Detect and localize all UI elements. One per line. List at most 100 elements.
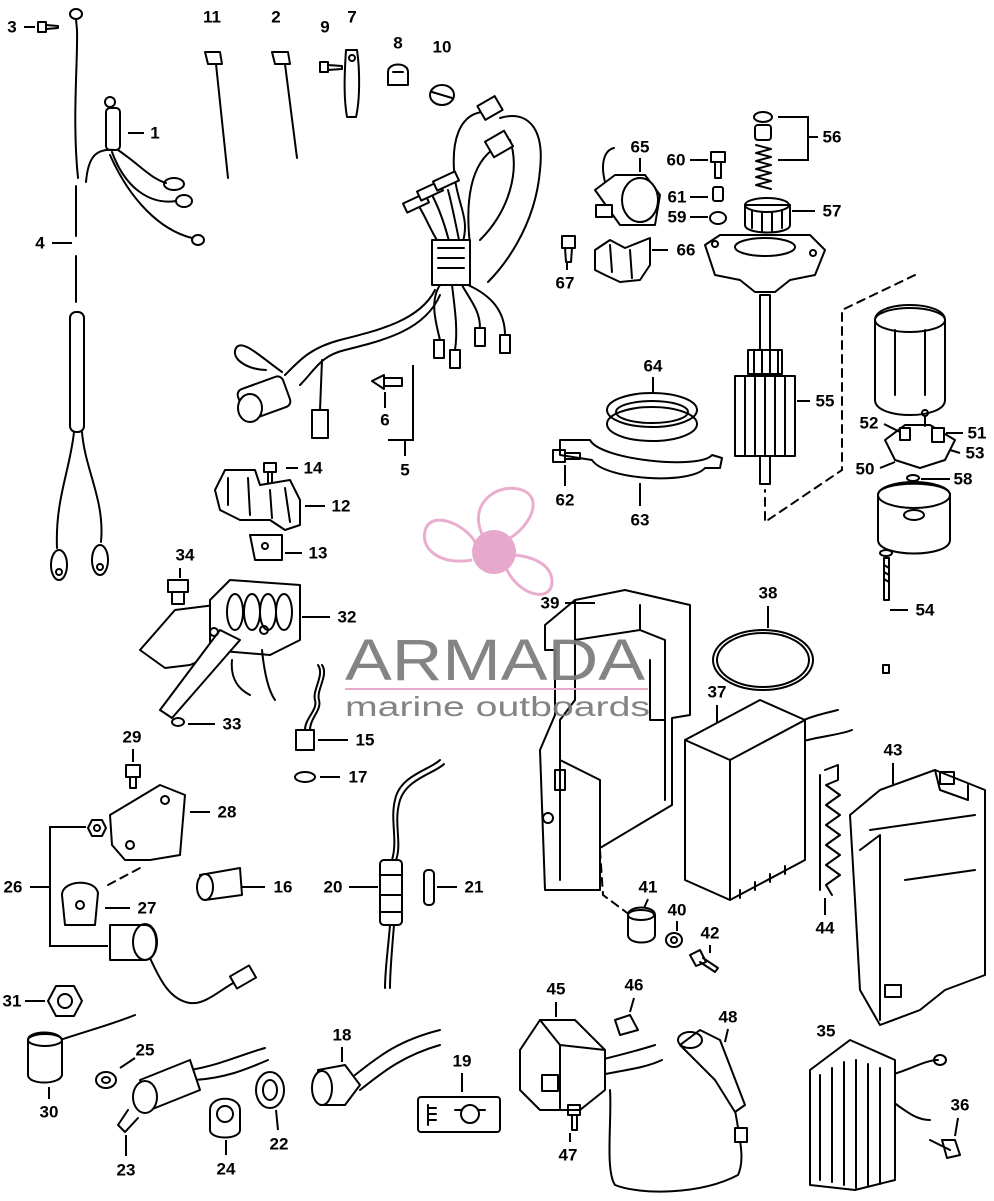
part-5-harness — [233, 95, 542, 439]
starter-lower-cap — [877, 481, 951, 555]
parts-drawings — [27, 8, 986, 1193]
callout-39: 39 — [541, 594, 560, 613]
leader-lines — [24, 26, 963, 1156]
part-62-screw — [552, 449, 581, 463]
callout-55: 55 — [816, 392, 835, 411]
callout-labels: 3 11 2 9 7 8 10 1 4 65 60 56 61 57 59 66… — [3, 8, 987, 1180]
part-23-sender — [117, 1047, 269, 1133]
part-6-screw — [371, 374, 403, 390]
part-66-bracket — [594, 237, 651, 283]
part-15-sensor — [295, 664, 326, 751]
part-1-lead — [85, 96, 205, 246]
part-27-clip — [61, 867, 141, 926]
callout-48: 48 — [719, 1008, 738, 1027]
callout-35: 35 — [817, 1022, 836, 1041]
callout-20: 20 — [324, 878, 343, 897]
callout-7: 7 — [347, 8, 356, 27]
callout-50: 50 — [856, 460, 875, 479]
part-60-screw — [710, 151, 726, 179]
part-46-clip — [614, 1014, 639, 1036]
watermark-brand: ARMADA — [345, 628, 645, 693]
part-7-clip — [343, 49, 361, 118]
part-57-pinion — [744, 197, 791, 234]
callout-31: 31 — [3, 992, 22, 1011]
callout-43: 43 — [884, 741, 903, 760]
callout-19: 19 — [453, 1052, 472, 1071]
callout-14: 14 — [304, 459, 323, 478]
callout-63: 63 — [631, 511, 650, 530]
part-39-bracket — [539, 589, 691, 916]
part-31-nut — [47, 985, 83, 1017]
part-67-screw — [561, 235, 576, 263]
callout-21: 21 — [465, 878, 484, 897]
callout-47: 47 — [559, 1146, 578, 1165]
callout-60: 60 — [667, 151, 686, 170]
part-42-screw — [689, 949, 719, 973]
callout-64: 64 — [644, 357, 663, 376]
callout-61: 61 — [668, 188, 687, 207]
part-45-ignition-coil — [519, 1019, 663, 1111]
starter-end-cap — [704, 234, 826, 293]
callout-58: 58 — [954, 470, 973, 489]
part-34-bolt — [167, 579, 189, 605]
part-36-screw — [929, 1139, 961, 1159]
callout-1: 1 — [150, 124, 159, 143]
callout-51: 51 — [968, 424, 987, 443]
callout-36: 36 — [951, 1096, 970, 1115]
part-58-washer — [906, 474, 920, 482]
callout-18: 18 — [333, 1026, 352, 1045]
callout-41: 41 — [639, 878, 658, 897]
part-33-ring — [171, 717, 185, 727]
propeller-icon — [422, 486, 554, 596]
callout-59: 59 — [668, 208, 687, 227]
part-41-grommet — [627, 906, 656, 944]
callout-45: 45 — [547, 980, 566, 999]
callout-8: 8 — [393, 34, 402, 53]
callout-38: 38 — [759, 584, 778, 603]
part-44-clip-strip — [819, 764, 841, 896]
callout-13: 13 — [309, 544, 328, 563]
callout-6: 6 — [380, 411, 389, 430]
callout-33: 33 — [223, 715, 242, 734]
callout-66: 66 — [677, 241, 696, 260]
callout-42: 42 — [701, 924, 720, 943]
callout-46: 46 — [625, 976, 644, 995]
callout-65: 65 — [631, 138, 650, 157]
callout-26: 26 — [4, 878, 23, 897]
part-54-through-bolt — [879, 549, 893, 674]
callout-2: 2 — [271, 8, 280, 27]
part-56-spring-set — [753, 111, 773, 190]
part-65-solenoid — [594, 147, 661, 226]
part-29-screw — [125, 764, 141, 789]
part-35-rectifier — [809, 1039, 947, 1191]
callout-52: 52 — [860, 414, 879, 433]
part-25-washer — [95, 1071, 117, 1089]
part-38-o-ring — [712, 629, 814, 691]
callout-44: 44 — [816, 919, 835, 938]
part-64-band — [606, 392, 698, 442]
callout-37: 37 — [708, 683, 727, 702]
callout-16: 16 — [274, 878, 293, 897]
callout-22: 22 — [270, 1135, 289, 1154]
callout-57: 57 — [823, 202, 842, 221]
watermark-tagline: marine outboards — [345, 691, 650, 722]
part-9-screw — [319, 61, 343, 73]
starter-frame — [874, 304, 946, 416]
part-47-screw — [567, 1104, 581, 1131]
part-24-label — [209, 1097, 241, 1139]
callout-17: 17 — [349, 768, 368, 787]
part-18-grommet-lead — [311, 1029, 441, 1106]
part-4-cable — [50, 18, 109, 581]
part-10-clamp — [429, 84, 455, 106]
callout-25: 25 — [136, 1041, 155, 1060]
part-50-brush-plate — [884, 409, 956, 469]
part-63-strap — [559, 439, 723, 480]
callout-32: 32 — [338, 608, 357, 627]
callout-12: 12 — [332, 497, 351, 516]
callout-15: 15 — [356, 731, 375, 750]
part-55-armature — [734, 294, 796, 485]
part-30-cap — [27, 1014, 136, 1084]
part-32-relay — [139, 579, 301, 719]
callout-34: 34 — [176, 546, 195, 565]
part-21-fuse — [423, 869, 435, 906]
